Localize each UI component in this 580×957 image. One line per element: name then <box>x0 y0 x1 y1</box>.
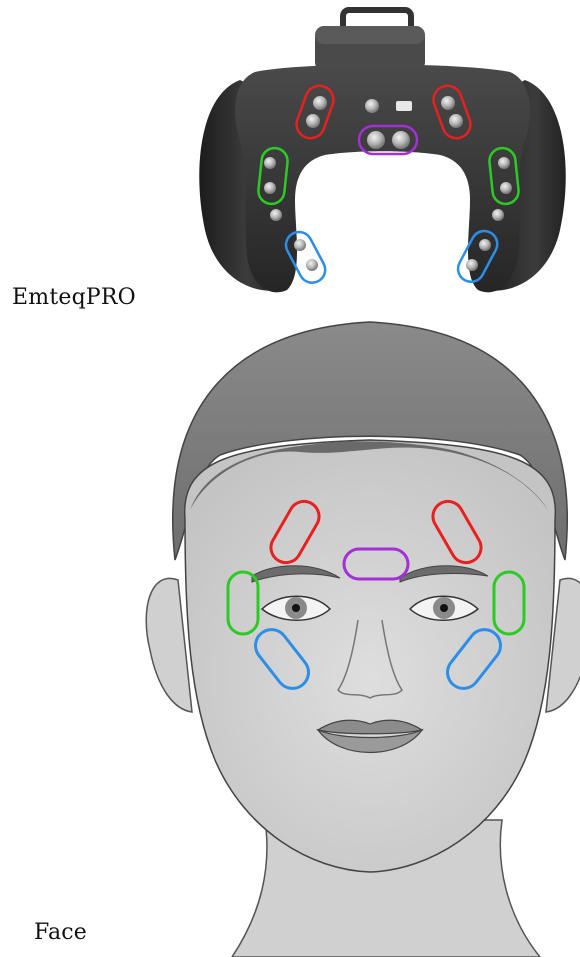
device-frame <box>235 65 530 293</box>
emteqpro-device <box>199 10 565 292</box>
device-label: EmteqPRO <box>12 285 136 310</box>
face-shape <box>185 440 556 872</box>
status-led <box>396 101 412 111</box>
face-illustration <box>146 322 580 957</box>
face-label: Face <box>34 920 87 945</box>
left-ear <box>146 578 192 712</box>
center-button <box>365 99 379 113</box>
